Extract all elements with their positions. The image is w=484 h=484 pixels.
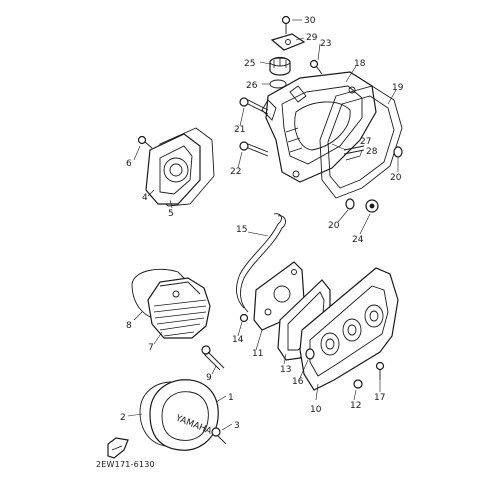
part-label-26: 26 bbox=[246, 81, 258, 91]
part-label-5: 5 bbox=[168, 209, 174, 219]
check-plate-29 bbox=[270, 33, 306, 51]
part-label-15: 15 bbox=[236, 225, 247, 235]
part-label-2: 2 bbox=[120, 413, 126, 423]
bolt-14 bbox=[239, 313, 249, 323]
bolt-22 bbox=[239, 141, 269, 157]
part-label-6: 6 bbox=[126, 159, 132, 169]
part-label-8: 8 bbox=[126, 321, 132, 331]
o-ring-26 bbox=[269, 79, 287, 89]
part-label-30: 30 bbox=[304, 16, 316, 26]
part-label-7: 7 bbox=[148, 343, 154, 353]
part-label-22: 22 bbox=[230, 167, 241, 177]
part-label-12: 12 bbox=[350, 401, 361, 411]
part-label-11: 11 bbox=[252, 349, 263, 359]
bolt-17 bbox=[375, 361, 385, 380]
dowel-pin-20b bbox=[345, 198, 355, 210]
part-label-10: 10 bbox=[310, 405, 322, 415]
part-label-23: 23 bbox=[320, 39, 331, 49]
part-label-20b: 20 bbox=[328, 221, 340, 231]
part-label-20a: 20 bbox=[390, 173, 402, 183]
part-label-1: 1 bbox=[228, 393, 234, 403]
part-label-14: 14 bbox=[232, 335, 244, 345]
part-label-27: 27 bbox=[360, 137, 371, 147]
bolt-21 bbox=[239, 97, 269, 115]
bolt-9 bbox=[201, 345, 225, 371]
part-label-21: 21 bbox=[234, 125, 245, 135]
bolt-23 bbox=[309, 59, 323, 75]
crankcase-cover-10 bbox=[299, 267, 399, 391]
part-label-29: 29 bbox=[306, 33, 318, 43]
dowel-27-28 bbox=[343, 145, 365, 161]
chain-guide-15 bbox=[236, 213, 286, 313]
screw-3 bbox=[211, 427, 227, 445]
front-arrow-icon bbox=[107, 437, 129, 459]
grommet-12 bbox=[353, 379, 363, 389]
small-cover bbox=[145, 133, 201, 205]
oil-filler-cap bbox=[269, 56, 291, 76]
plug-24 bbox=[365, 199, 379, 213]
part-label-25: 25 bbox=[244, 59, 255, 69]
part-label-9: 9 bbox=[206, 373, 212, 383]
figure-code: 2EW171-6130 bbox=[96, 460, 155, 469]
screw-30 bbox=[281, 15, 291, 34]
dowel-16 bbox=[305, 348, 315, 360]
head-cover-7 bbox=[147, 277, 211, 339]
leader-lines bbox=[127, 19, 399, 431]
part-label-3: 3 bbox=[234, 421, 240, 431]
callout-labels: 1 2 3 4 5 6 7 8 9 10 11 12 13 14 15 16 1… bbox=[120, 16, 404, 431]
crankcase-cover-gasket bbox=[319, 85, 403, 199]
part-label-4: 4 bbox=[142, 193, 148, 203]
part-label-24: 24 bbox=[352, 235, 364, 245]
part-label-13: 13 bbox=[280, 365, 291, 375]
part-label-28: 28 bbox=[366, 147, 378, 157]
magneto-cover-1: YAMAHA bbox=[149, 379, 219, 451]
dowel-pin-20a bbox=[393, 146, 403, 158]
part-label-18: 18 bbox=[354, 59, 366, 69]
part-label-16: 16 bbox=[292, 377, 304, 387]
crankcase-cover-right bbox=[261, 71, 377, 183]
part-label-19: 19 bbox=[392, 83, 404, 93]
part-label-17: 17 bbox=[374, 393, 385, 403]
screw-6 bbox=[137, 135, 153, 149]
